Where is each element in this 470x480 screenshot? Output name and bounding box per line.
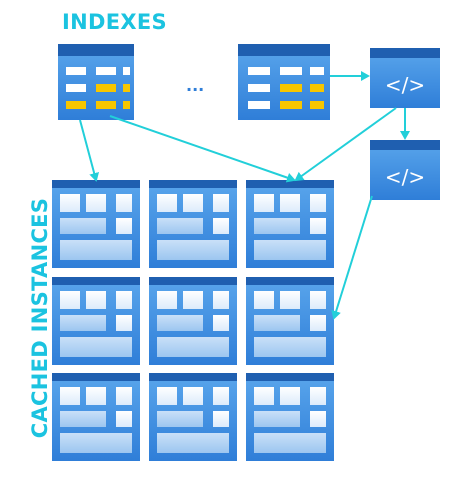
index-table-icon — [58, 44, 134, 120]
code-icon: </> — [370, 140, 440, 200]
arrow — [79, 119, 100, 182]
arrows — [79, 71, 410, 320]
cached-instance-icon — [52, 180, 140, 268]
cached-instance-icon — [246, 373, 334, 461]
cached-instance-icon — [52, 277, 140, 365]
cached-instances-label: CACHED INSTANCES — [28, 197, 52, 439]
code-icon: </> — [370, 48, 440, 108]
cached-instance-icon — [149, 277, 237, 365]
cached-instance-icon — [149, 373, 237, 461]
arrow — [294, 107, 397, 182]
cached-instances-grid — [52, 180, 334, 461]
cached-instance-icon — [149, 180, 237, 268]
code-glyph: </> — [385, 165, 425, 189]
index-table-icon — [238, 44, 330, 120]
indexes-label: INDEXES — [62, 10, 167, 34]
arrow — [331, 195, 373, 320]
code-glyph: </> — [385, 73, 425, 97]
arrow — [109, 115, 296, 183]
cached-instance-icon — [246, 277, 334, 365]
ellipsis: ... — [186, 76, 205, 95]
cached-instance-icon — [52, 373, 140, 461]
cached-instance-icon — [246, 180, 334, 268]
